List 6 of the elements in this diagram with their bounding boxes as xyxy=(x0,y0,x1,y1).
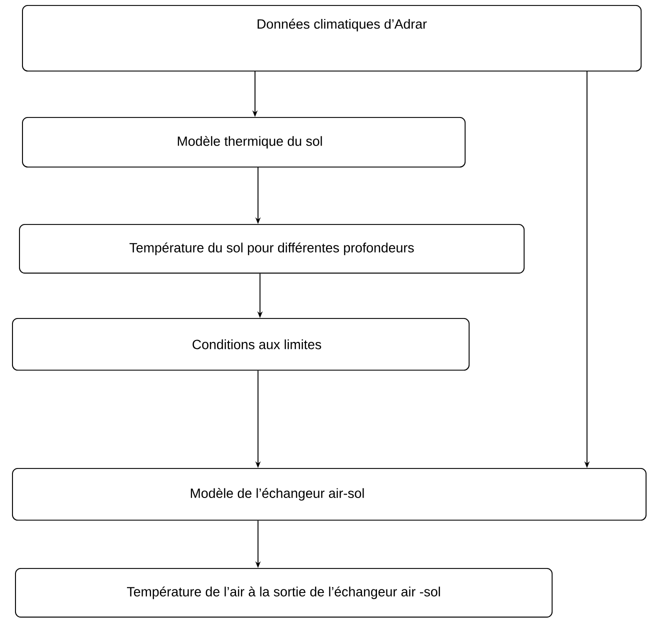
process-box: Conditions aux limites xyxy=(12,318,470,371)
process-box: Température de l’air à la sortie de l’échangeur air -sol xyxy=(15,568,553,618)
process-box: Données climatiques d’Adrar xyxy=(22,5,642,72)
process-box: Température du sol pour différentes profondeurs xyxy=(19,224,525,274)
process-box: Modèle thermique du sol xyxy=(22,117,466,168)
process-box: Modèle de l’échangeur air-sol xyxy=(12,468,647,521)
